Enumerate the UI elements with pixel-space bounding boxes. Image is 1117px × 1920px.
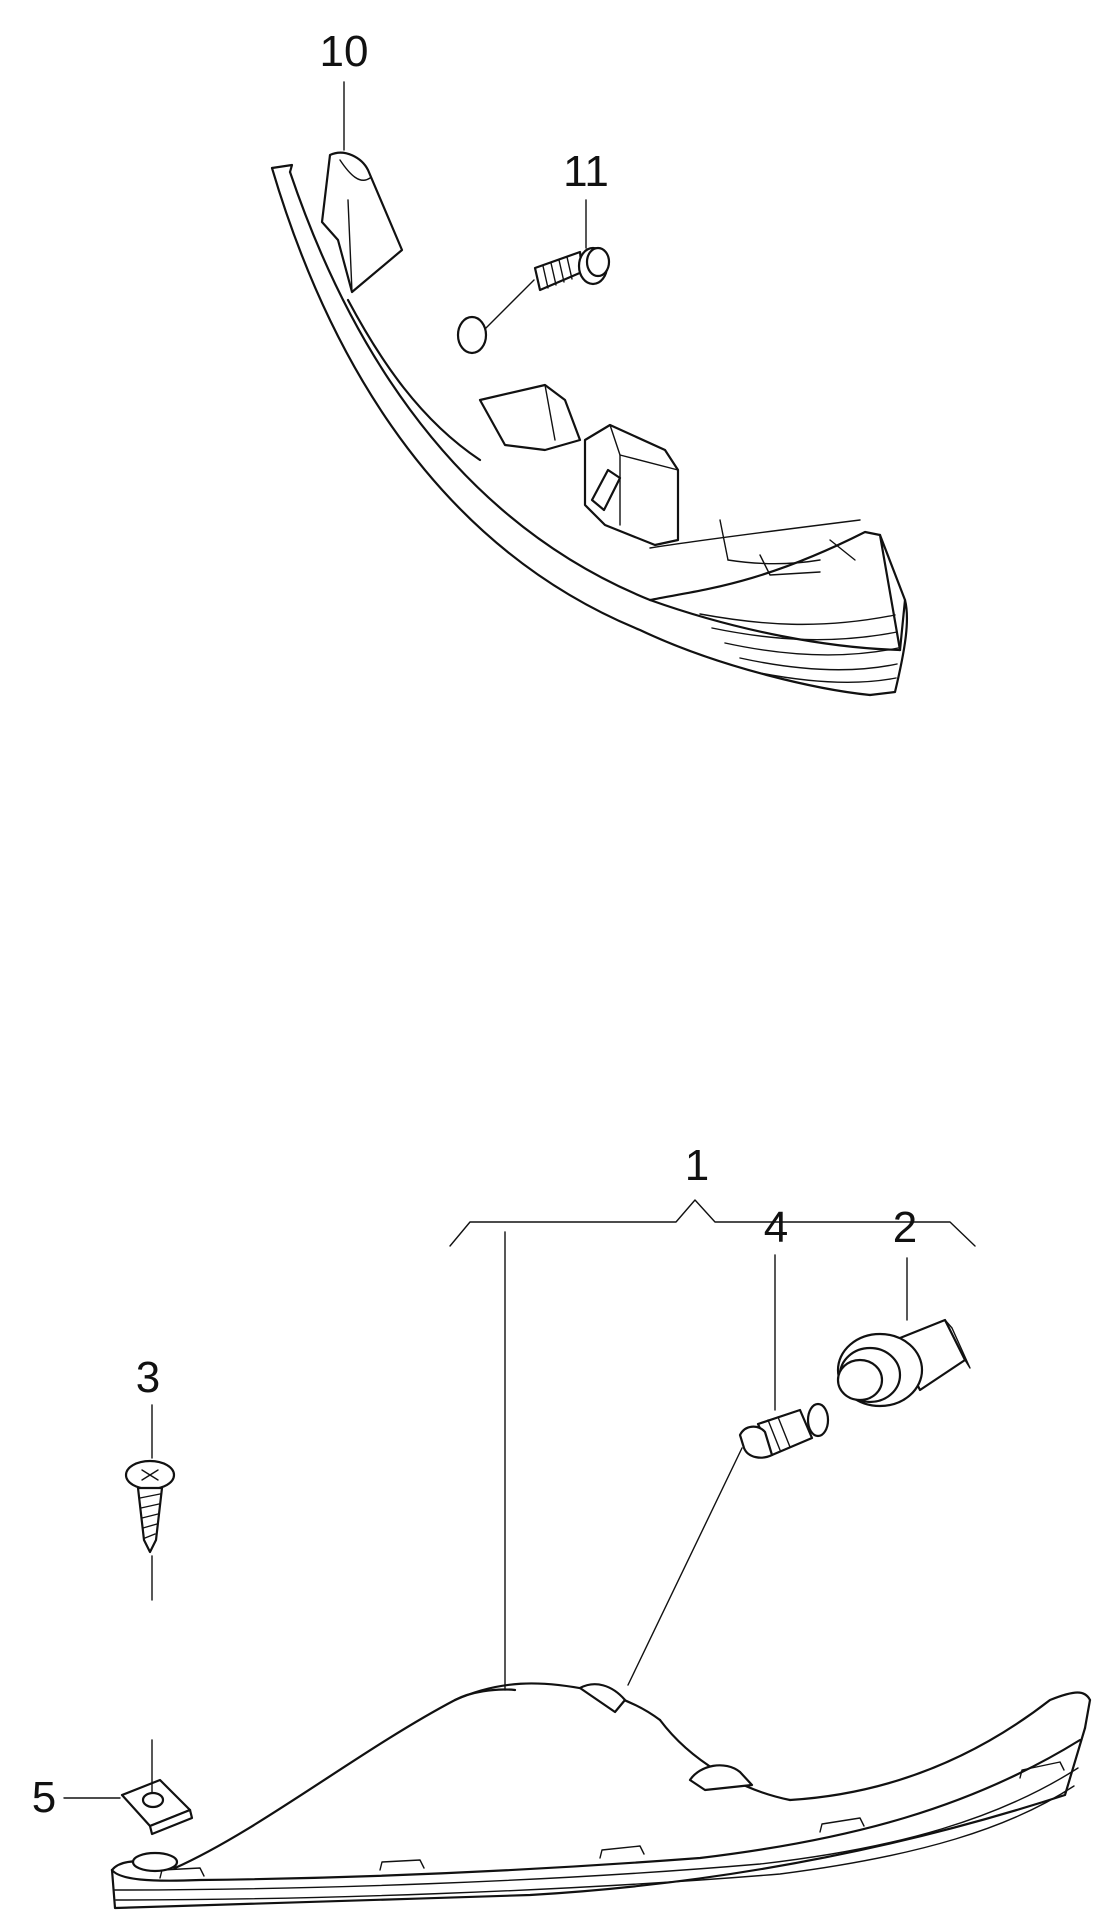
callout-1: 1 bbox=[685, 1141, 709, 1190]
part-2-socket[interactable] bbox=[836, 1318, 971, 1408]
callout-5: 5 bbox=[32, 1773, 56, 1822]
callout-3: 3 bbox=[136, 1353, 160, 1402]
part-4-bulb[interactable] bbox=[627, 1402, 830, 1686]
callout-4: 4 bbox=[764, 1203, 788, 1252]
part-10-lamp-housing[interactable] bbox=[270, 151, 909, 697]
leader-lines bbox=[63, 81, 976, 1799]
callout-2: 2 bbox=[893, 1203, 917, 1252]
part-5-clip-nut[interactable] bbox=[120, 1739, 194, 1836]
part-3-screw[interactable] bbox=[124, 1459, 176, 1601]
part-1-lamp-assembly[interactable] bbox=[110, 1682, 1092, 1910]
callout-10: 10 bbox=[320, 27, 369, 76]
callout-11: 11 bbox=[563, 147, 609, 196]
part-11-screw[interactable] bbox=[485, 246, 611, 329]
bracket-1 bbox=[449, 1199, 976, 1247]
